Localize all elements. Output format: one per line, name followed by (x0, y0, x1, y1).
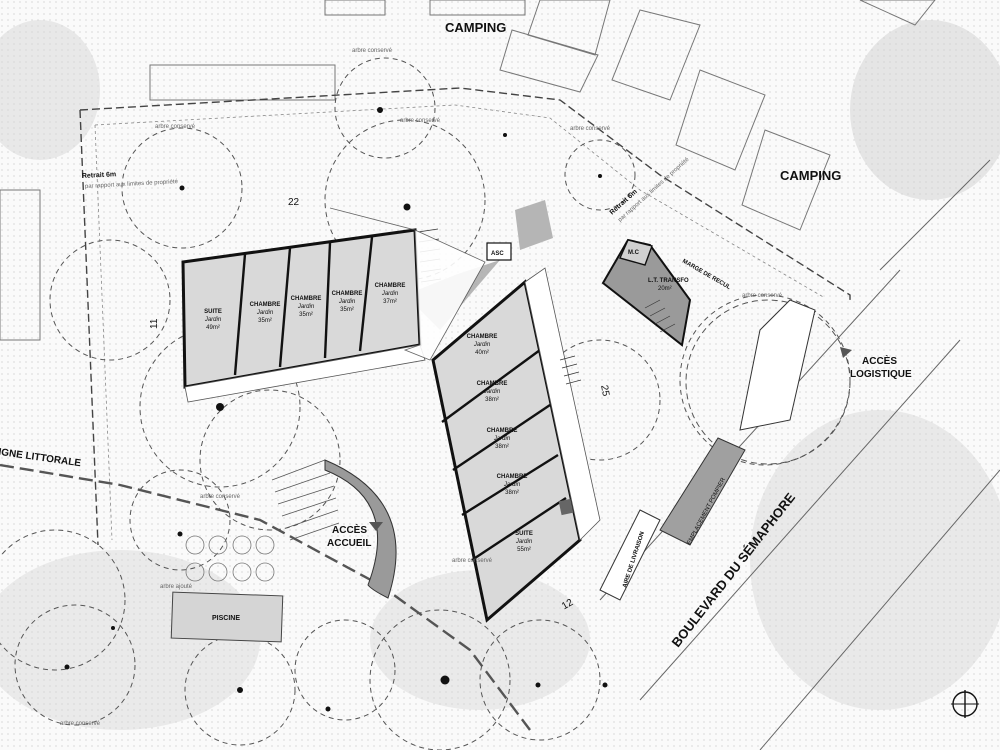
room-area: 35m² (299, 312, 313, 318)
retrait-left-note: par rapport aux limites de propriété (85, 179, 179, 190)
tree-note: arbre conservé (60, 721, 101, 727)
dim-22: 22 (288, 197, 300, 208)
livraison-slot (599, 509, 661, 601)
tree-note: arbre conservé (200, 494, 241, 500)
acces-logistique-label-1: ACCÈS (862, 354, 897, 367)
room-area: 38m² (495, 444, 509, 450)
room-sub: Jardin (297, 304, 315, 310)
room-sub: Jardin (515, 539, 533, 545)
walkway (329, 207, 486, 361)
north-arrow-icon (951, 690, 979, 718)
diagonal-wing (431, 267, 601, 623)
property-boundary (79, 87, 851, 546)
logistics-turnaround (685, 299, 851, 465)
dim-11: 11 (149, 318, 160, 329)
piscine-label: PISCINE (212, 615, 240, 622)
pompier-slot (659, 437, 746, 546)
accueil-entrance (271, 459, 397, 599)
room-sub: Jardin (503, 482, 521, 488)
retrait-left-label: Retrait 6m (82, 171, 117, 180)
mc-label: M.C (628, 250, 640, 256)
lt-transfo-label: L.T. TRANSFO (648, 278, 689, 284)
tree-note: arbre conservé (400, 118, 441, 124)
room-type: CHAMBRE (332, 291, 363, 297)
tree-note: arbre conservé (352, 48, 393, 54)
room-label: CHAMBRE Jardin 38m² (497, 474, 528, 496)
room-type: CHAMBRE (250, 302, 281, 308)
camping-label-top: CAMPING (445, 20, 506, 35)
room-type: CHAMBRE (375, 283, 406, 289)
road-edges (599, 159, 1000, 750)
acces-accueil-label-1: ACCÈS (332, 523, 367, 536)
room-type: CHAMBRE (467, 334, 498, 340)
room-type: CHAMBRE (477, 381, 508, 387)
room-sub: Jardin (483, 389, 501, 395)
room-area: 40m² (475, 350, 489, 356)
room-type: CHAMBRE (291, 296, 322, 302)
room-label: CHAMBRE Jardin 38m² (477, 381, 508, 403)
tree-note: arbre conservé (742, 293, 783, 299)
dim-25: 25 (598, 384, 611, 397)
room-label: CHAMBRE Jardin 38m² (487, 428, 518, 450)
room-sub: Jardin (493, 436, 511, 442)
tree-note: arbre conservé (570, 126, 611, 132)
asc-label: ASC (491, 251, 504, 257)
room-area: 35m² (340, 307, 354, 313)
room-label: CHAMBRE Jardin 35m² (332, 291, 363, 313)
room-type: CHAMBRE (497, 474, 528, 480)
camping-plots (0, 0, 936, 341)
room-type: SUITE (515, 531, 533, 537)
room-label: CHAMBRE Jardin 37m² (375, 283, 406, 305)
dimension-labels: 22 25 12 11 (149, 197, 611, 612)
room-label: CHAMBRE Jardin 35m² (250, 302, 281, 324)
transformer-block (601, 238, 692, 347)
rooms-diag: CHAMBRE Jardin 40m² CHAMBRE Jardin 38m² … (467, 334, 533, 553)
room-type: SUITE (204, 309, 222, 315)
tree-notes: arbre conservé arbre conservé arbre cons… (60, 48, 783, 727)
lt-transfo-area: 20m² (658, 286, 672, 292)
acces-logistique-label-2: LOGISTIQUE (850, 369, 912, 380)
tree-canopies (0, 57, 851, 750)
rooms-top: SUITE Jardin 49m² CHAMBRE Jardin 35m² CH… (204, 283, 406, 331)
room-sub: Jardin (256, 310, 274, 316)
room-area: 37m² (383, 299, 397, 305)
room-sub: Jardin (473, 342, 491, 348)
room-sub: Jardin (381, 291, 399, 297)
acces-logistique-arrow-icon (840, 347, 852, 358)
room-label: CHAMBRE Jardin 40m² (467, 334, 498, 356)
room-label: CHAMBRE Jardin 35m² (291, 296, 322, 318)
room-area: 35m² (258, 318, 272, 324)
tree-note: arbre conservé (155, 124, 196, 130)
room-area: 38m² (485, 397, 499, 403)
pool-area (170, 535, 284, 643)
room-label: SUITE Jardin 49m² (204, 309, 222, 331)
tree-note: arbre conservé (452, 558, 493, 564)
room-label: SUITE Jardin 55m² (515, 531, 533, 553)
room-area: 55m² (517, 547, 531, 553)
top-wing (181, 228, 442, 403)
room-area: 38m² (505, 490, 519, 496)
tree-note: arbre ajouté (160, 584, 193, 590)
ligne-littorale-line (0, 463, 531, 731)
acces-accueil-label-2: ACCUEIL (327, 538, 371, 549)
acces-accueil-arrow-icon (369, 522, 383, 531)
camping-label-right: CAMPING (780, 168, 841, 183)
room-area: 49m² (206, 325, 220, 331)
dim-12: 12 (560, 597, 576, 612)
room-type: CHAMBRE (487, 428, 518, 434)
room-sub: Jardin (204, 317, 222, 323)
room-sub: Jardin (338, 299, 356, 305)
